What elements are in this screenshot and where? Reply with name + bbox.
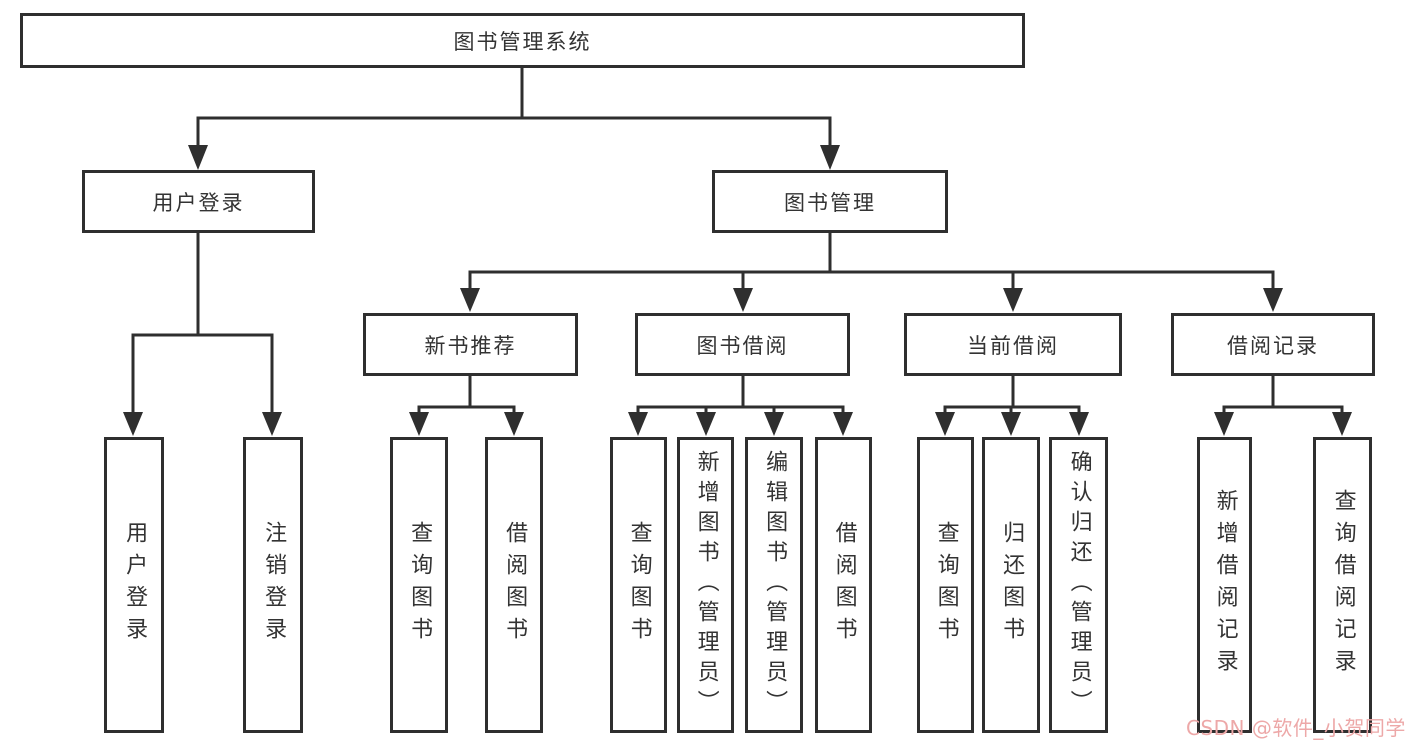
node-label: 图书管理系统: [453, 29, 592, 54]
leaf-query-borrow-record: 查询借阅记录: [1313, 437, 1372, 733]
leaf-label: 编辑图书（管理员）: [762, 450, 788, 720]
leaf-confirm-return-admin: 确认归还（管理员）: [1049, 437, 1108, 733]
connector-user-login-to-leaves: [123, 233, 282, 436]
leaf-add-borrow-record: 新增借阅记录: [1197, 437, 1252, 733]
connector-new-book-to-leaves: [409, 376, 524, 436]
connector-borrow-record-to-leaves: [1214, 376, 1352, 436]
leaf-borrow-add-books-admin: 新增图书（管理员）: [677, 437, 734, 733]
leaf-borrow-edit-books-admin: 编辑图书（管理员）: [745, 437, 803, 733]
node-label: 当前借阅: [967, 333, 1059, 358]
leaf-label: 注销登录: [261, 521, 287, 649]
connector-book-mgmt-to-level3: [460, 233, 1283, 312]
leaf-label: 新增借阅记录: [1212, 489, 1238, 681]
node-label: 借阅记录: [1227, 333, 1319, 358]
node-current-borrow: 当前借阅: [904, 313, 1122, 376]
leaf-user-login: 用户登录: [104, 437, 164, 733]
node-label: 用户登录: [152, 190, 245, 215]
node-book-management: 图书管理: [712, 170, 948, 233]
node-borrow-record: 借阅记录: [1171, 313, 1375, 376]
leaf-label: 查询图书: [626, 521, 652, 649]
connector-current-borrow-to-leaves: [935, 376, 1089, 436]
node-label: 图书管理: [784, 190, 876, 215]
leaf-logout: 注销登录: [243, 437, 303, 733]
node-root-system: 图书管理系统: [20, 13, 1025, 68]
leaf-borrow-books: 借阅图书: [815, 437, 872, 733]
node-new-book-recommend: 新书推荐: [363, 313, 578, 376]
leaf-label: 查询图书: [407, 521, 433, 649]
leaf-label: 新增图书（管理员）: [693, 450, 719, 720]
leaf-return-books: 归还图书: [982, 437, 1040, 733]
leaf-label: 借阅图书: [502, 521, 528, 649]
leaf-label: 查询图书: [933, 521, 959, 649]
leaf-label: 确认归还（管理员）: [1066, 450, 1092, 720]
node-label: 新书推荐: [424, 333, 517, 358]
connector-root-to-level2: [188, 68, 840, 170]
leaf-label: 查询借阅记录: [1330, 489, 1356, 681]
csdn-watermark: CSDN @软件_小贺同学: [1186, 716, 1405, 740]
leaf-label: 借阅图书: [831, 521, 857, 649]
node-label: 图书借阅: [696, 333, 789, 358]
leaf-label: 用户登录: [122, 521, 148, 649]
leaf-new-book-borrow: 借阅图书: [485, 437, 543, 733]
leaf-label: 归还图书: [999, 521, 1025, 649]
leaf-borrow-query-books: 查询图书: [610, 437, 667, 733]
leaf-current-query-books: 查询图书: [917, 437, 974, 733]
node-book-borrow: 图书借阅: [635, 313, 850, 376]
connector-book-borrow-to-leaves: [628, 376, 853, 436]
leaf-new-book-query: 查询图书: [390, 437, 448, 733]
node-user-login: 用户登录: [82, 170, 315, 233]
